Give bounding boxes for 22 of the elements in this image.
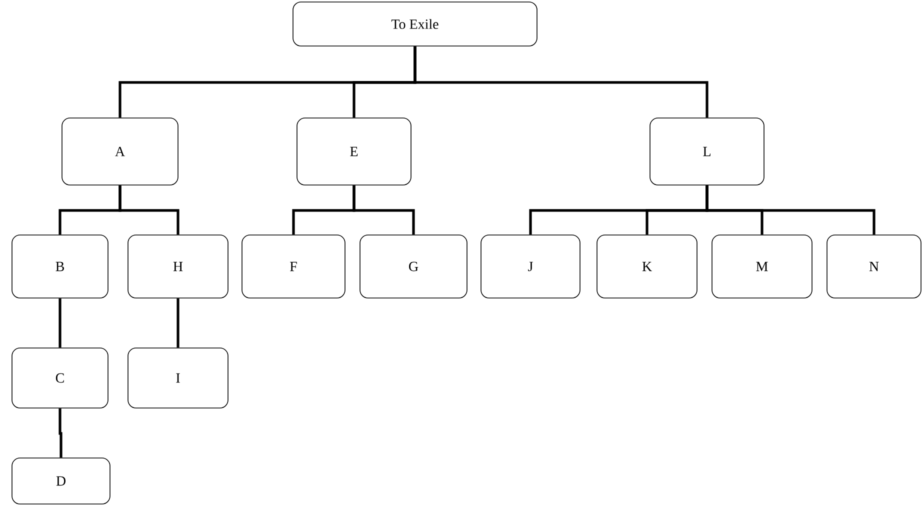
connector-line (176, 298, 180, 348)
node-box: F (242, 234, 346, 298)
node-box: G (360, 234, 468, 298)
node-box: L (650, 118, 764, 186)
node-box: I (128, 348, 228, 408)
node-box: D (12, 458, 110, 504)
connector-line (118, 185, 180, 235)
node-box: A (62, 118, 178, 186)
node-box: J (480, 234, 580, 298)
node-box: B (12, 234, 108, 298)
node-box: N (826, 234, 922, 298)
node-box: E (296, 118, 412, 186)
connector-line (414, 46, 708, 118)
connector-line (706, 185, 876, 235)
node-box: M (712, 234, 812, 298)
connector-line (58, 408, 62, 458)
connector-line (58, 298, 62, 348)
node-box: To Exile (292, 2, 538, 46)
node-box: H (128, 234, 228, 298)
connector-line (352, 185, 415, 235)
node-box: C (12, 348, 108, 408)
node-box: K (596, 234, 698, 298)
